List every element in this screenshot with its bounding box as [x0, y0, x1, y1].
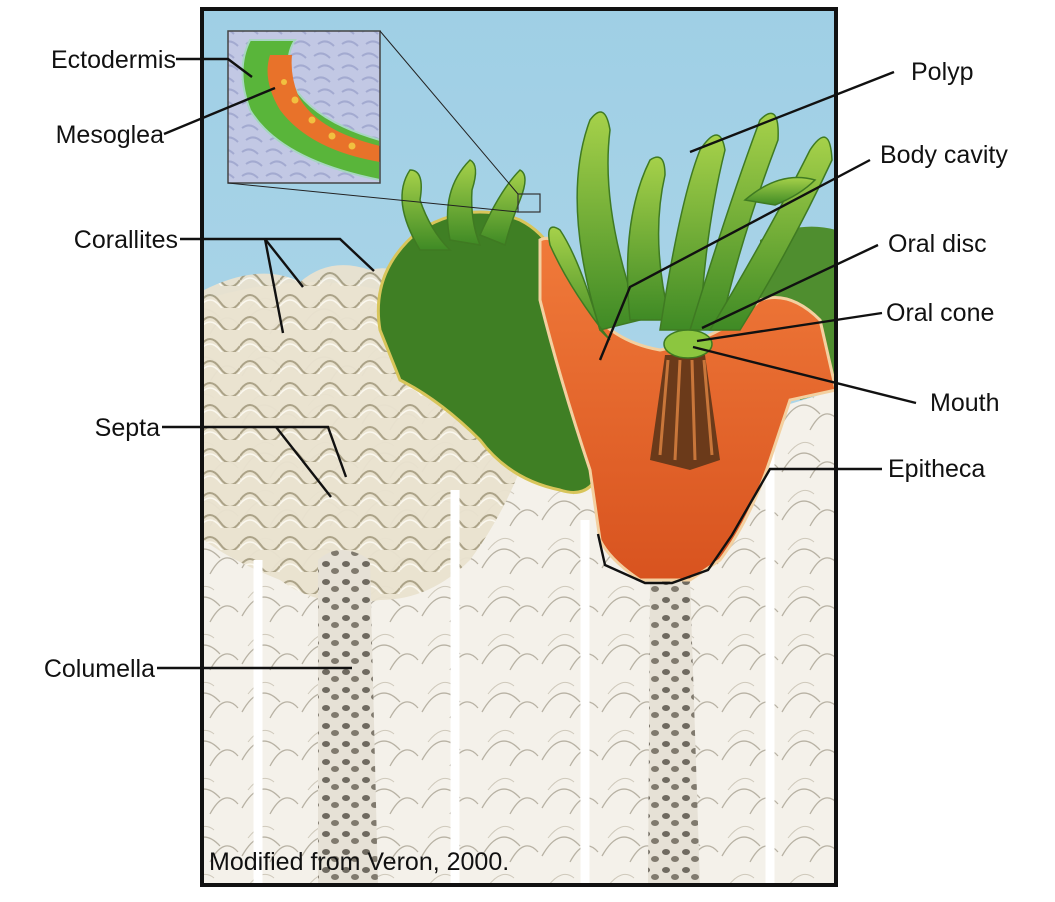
label-columella: Columella [44, 655, 155, 683]
label-septa: Septa [95, 414, 160, 442]
columella-left [318, 550, 378, 885]
label-mesoglea: Mesoglea [56, 121, 164, 149]
label-body-cavity: Body cavity [880, 141, 1008, 169]
label-oral-disc: Oral disc [888, 230, 987, 258]
label-polyp: Polyp [911, 58, 974, 86]
label-epitheca: Epitheca [888, 455, 985, 483]
label-mouth: Mouth [930, 389, 999, 417]
oral-cone-shape [664, 330, 712, 358]
source-credit: Modified from Veron, 2000. [209, 848, 509, 876]
label-oral-cone: Oral cone [886, 299, 994, 327]
label-ectodermis: Ectodermis [51, 46, 176, 74]
label-corallites: Corallites [74, 226, 178, 254]
